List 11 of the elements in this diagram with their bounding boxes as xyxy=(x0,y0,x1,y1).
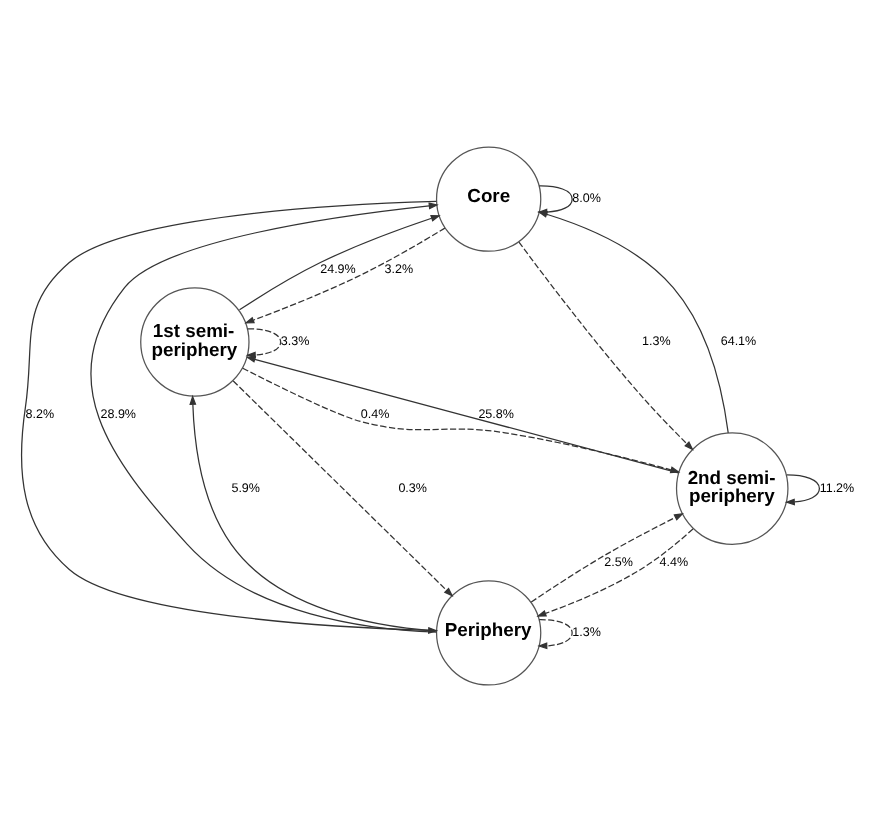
node-circle: 1st semi-periphery xyxy=(140,286,250,396)
arrow xyxy=(232,379,454,597)
arrow xyxy=(530,512,684,602)
node-circle: Core xyxy=(435,145,542,251)
arrow xyxy=(238,214,441,310)
arrow xyxy=(244,226,446,323)
arrow xyxy=(536,527,694,616)
node-circle: Periphery xyxy=(435,579,542,685)
arrow xyxy=(537,618,573,649)
arrow xyxy=(784,473,821,505)
arrow xyxy=(518,240,694,450)
